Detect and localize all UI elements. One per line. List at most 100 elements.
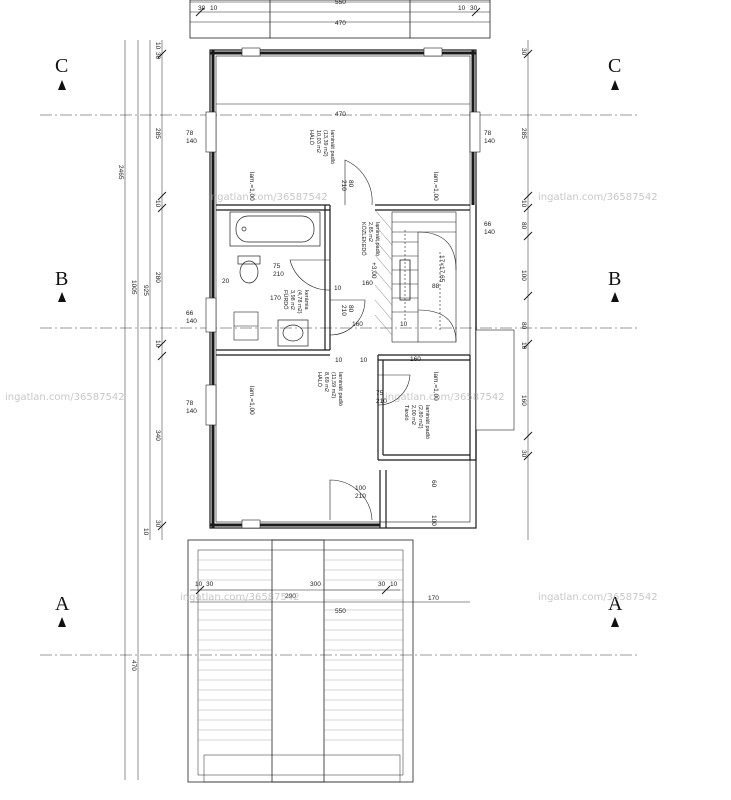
svg-text:10: 10 [142,528,149,536]
svg-text:(4,78 m2): (4,78 m2) [296,290,302,314]
svg-text:80: 80 [520,322,527,330]
svg-text:160: 160 [410,356,421,363]
svg-text:10: 10 [390,581,398,588]
svg-text:550: 550 [335,0,346,6]
svg-text:470: 470 [130,660,137,671]
svg-text:lam.=1,00: lam.=1,00 [432,372,439,401]
toilet [237,255,261,284]
svg-text:30: 30 [470,5,478,12]
svg-text:140: 140 [484,138,495,145]
svg-text:140: 140 [186,138,197,145]
svg-text:ingatlan.com/36587542: ingatlan.com/36587542 [5,392,125,403]
svg-text:140: 140 [186,318,197,325]
svg-text:B: B [608,268,621,290]
svg-text:lam.=1,00: lam.=1,00 [248,386,255,415]
svg-text:2,00 m2: 2,00 m2 [410,405,416,425]
svg-text:FÜRDŐ: FÜRDŐ [282,290,289,310]
svg-text:3,98 m2: 3,98 m2 [289,290,295,310]
svg-text:30: 30 [198,5,206,12]
svg-text:210: 210 [273,271,284,278]
svg-text:1005: 1005 [130,280,137,295]
svg-text:+3,00: +3,00 [370,262,377,279]
svg-text:10: 10 [335,357,343,364]
svg-text:20: 20 [222,278,230,285]
svg-text:30: 30 [206,581,214,588]
svg-text:470: 470 [335,20,346,27]
svg-text:75: 75 [273,263,281,270]
svg-text:290: 290 [285,593,296,600]
section-marker-a-right: A [608,593,623,627]
svg-text:2,85 m2: 2,85 m2 [367,222,373,242]
svg-text:C: C [608,55,621,77]
svg-text:75: 75 [376,390,384,397]
room-label-kozlekedo: KÖZLEKEDŐ 2,85 m2 laminált padló [360,222,380,256]
svg-text:100: 100 [430,515,437,526]
svg-text:C: C [55,55,68,77]
room-label-tarolo: Tároló 2,00 m2 (2,80 m2) laminált padló [403,405,430,439]
svg-text:B: B [55,268,68,290]
svg-text:A: A [608,593,623,615]
svg-text:8,69 m2: 8,69 m2 [323,372,329,392]
svg-text:210: 210 [376,398,387,405]
section-marker-a-left: A [55,593,70,627]
svg-text:78: 78 [186,400,194,407]
svg-text:80: 80 [347,180,354,188]
svg-text:30: 30 [154,520,161,528]
svg-text:KÖZLEKEDŐ: KÖZLEKEDŐ [360,222,367,256]
bottom-terrace [187,539,414,783]
svg-text:170: 170 [270,295,281,302]
svg-text:HÁLÓ: HÁLÓ [308,130,315,146]
svg-text:10: 10 [210,5,218,12]
staircase [391,211,457,343]
dimension-lines [124,1,529,780]
terrace-hatch [198,559,403,741]
svg-text:HÁLÓ: HÁLÓ [316,372,323,388]
svg-text:78: 78 [484,130,492,137]
svg-text:140: 140 [484,229,495,236]
svg-text:10: 10 [458,5,466,12]
svg-text:10: 10 [195,581,203,588]
svg-text:30: 30 [520,48,527,56]
room-label-furdo: FÜRDŐ 3,98 m2 (4,78 m2) kerámia [282,290,309,314]
svg-text:60: 60 [430,480,437,488]
svg-text:(11,59 m2): (11,59 m2) [330,372,336,398]
washbasin [277,319,309,347]
svg-text:300: 300 [310,581,321,588]
svg-text:laminált padló: laminált padló [337,372,343,406]
svg-text:30: 30 [520,450,527,458]
svg-text:66: 66 [186,310,194,317]
svg-text:lam.=1,00: lam.=1,00 [248,172,255,201]
svg-text:340: 340 [154,430,161,441]
svg-text:78: 78 [186,130,194,137]
svg-text:30: 30 [378,581,386,588]
svg-text:laminált padló: laminált padló [329,130,335,164]
svg-text:(2,80 m2): (2,80 m2) [417,405,423,429]
svg-text:10: 10 [400,321,408,328]
svg-text:210: 210 [340,180,347,191]
section-marker-c-right: C [608,55,621,90]
windows [205,47,515,529]
top-balcony [189,0,491,39]
svg-text:100: 100 [520,270,527,281]
svg-text:66: 66 [484,221,492,228]
section-lines [40,114,640,656]
section-marker-c-left: C [55,55,68,90]
watermarks: ingatlan.com/36587542 ingatlan.com/36587… [5,192,658,603]
svg-text:A: A [55,593,70,615]
svg-text:470: 470 [335,111,346,118]
bathtub [229,211,321,247]
svg-text:17×17,65: 17×17,65 [438,255,445,283]
svg-text:kerámia: kerámia [303,290,309,311]
svg-text:ingatlan.com/36587542: ingatlan.com/36587542 [538,192,658,203]
svg-text:140: 140 [186,408,197,415]
svg-text:ingatlan.com/36587542: ingatlan.com/36587542 [385,392,505,403]
svg-text:10: 10 [520,342,527,350]
room-label-halo-top: HÁLÓ 10,03 m2 (13,39 m2) laminált padló [308,130,335,164]
svg-text:Tároló: Tároló [403,405,409,421]
svg-text:laminált padló: laminált padló [374,222,380,256]
section-marker-b-left: B [55,268,68,302]
svg-text:80: 80 [520,222,527,230]
svg-text:(13,39 m2): (13,39 m2) [322,130,328,157]
svg-text:10: 10 [154,42,161,50]
